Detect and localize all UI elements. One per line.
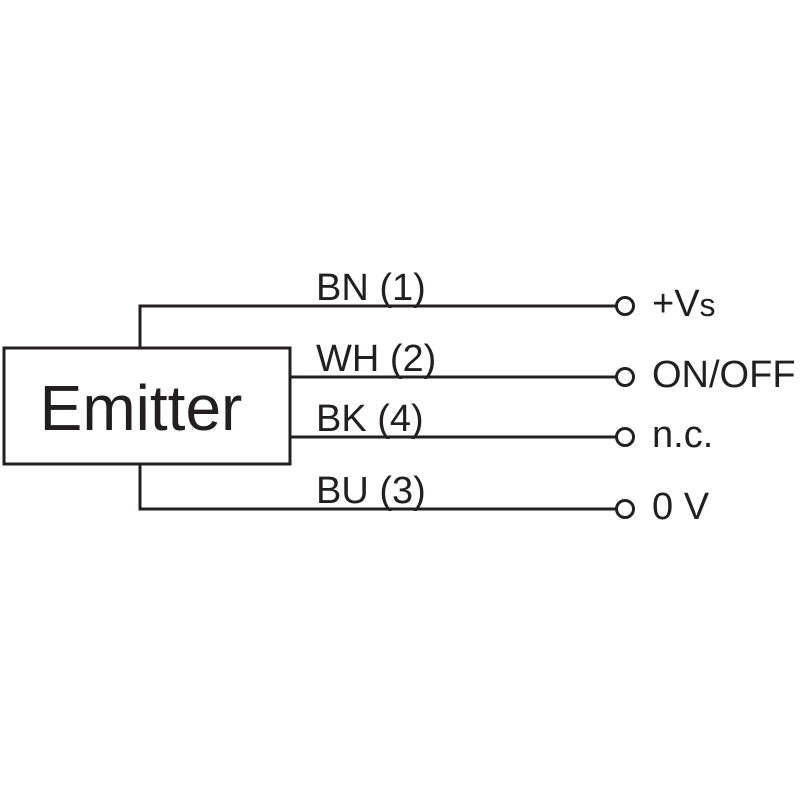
- terminal-label-vs: +Vs: [652, 283, 716, 325]
- wire-bn: [138, 304, 616, 348]
- wire-label-wh: WH (2): [316, 338, 436, 380]
- terminal-label-onoff-main: ON/OFF: [652, 354, 796, 396]
- wire-label-bn: BN (1): [316, 267, 426, 309]
- terminal-label-onoff: ON/OFF: [652, 354, 796, 396]
- terminal-circle-vs: [615, 296, 635, 316]
- device-label: Emitter: [40, 372, 243, 444]
- terminal-label-0v: 0 V: [652, 486, 710, 528]
- wire-label-bk: BK (4): [316, 398, 424, 440]
- terminal-circle-nc: [615, 427, 635, 447]
- terminal-circle-onoff: [615, 367, 635, 387]
- terminal-label-0v-main: 0 V: [652, 486, 710, 528]
- terminal-label-nc: n.c.: [652, 414, 713, 456]
- device-box: [2, 346, 292, 466]
- terminal-label-nc-main: n.c.: [652, 414, 713, 456]
- wire-bu: [138, 464, 616, 511]
- terminal-label-vs-main: +V: [652, 283, 700, 325]
- wire-label-bu: BU (3): [316, 470, 426, 512]
- terminal-circle-0v: [615, 499, 635, 519]
- terminal-label-vs-subscript: s: [700, 287, 716, 323]
